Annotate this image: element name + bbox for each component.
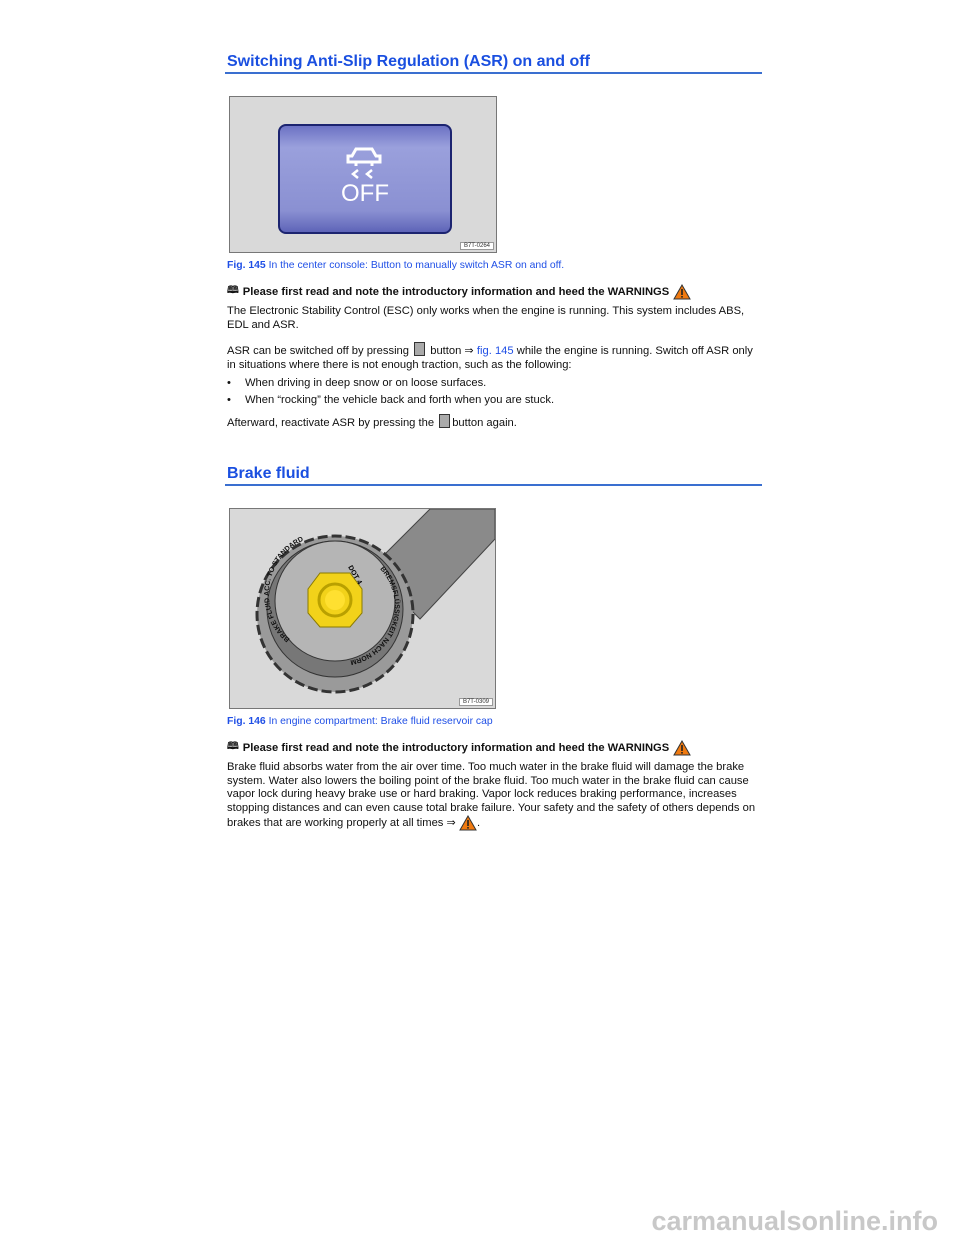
- text: Brake fluid absorbs water from the air o…: [227, 761, 756, 830]
- warning-triangle-icon[interactable]: [459, 815, 477, 831]
- section-title-brake-fluid: Brake fluid: [227, 465, 310, 482]
- warning-note: 🕮 Please first read and note the introdu…: [227, 739, 692, 756]
- title-rule: [225, 484, 762, 486]
- text: button ⇒: [430, 345, 474, 357]
- warning-triangle-icon[interactable]: [673, 283, 692, 300]
- list-item: •When driving in deep snow or on loose s…: [227, 377, 487, 389]
- paragraph-esc: The Electronic Stability Control (ESC) o…: [227, 305, 745, 331]
- figure-caption-145: Fig. 145 In the center console: Button t…: [227, 260, 564, 271]
- caption-label: Fig. 145: [227, 260, 266, 271]
- fig-145-link[interactable]: fig. 145: [476, 345, 514, 357]
- paragraph-asr-off: ASR can be switched off by pressing butt…: [227, 342, 762, 372]
- figure-145-asr-button: OFF B7T-0264: [229, 96, 497, 253]
- paragraph-brake-fluid: Brake fluid absorbs water from the air o…: [227, 761, 762, 831]
- figure-id: B7T-0264: [459, 242, 494, 250]
- bullet-text: When “rocking” the vehicle back and fort…: [245, 394, 555, 406]
- figure-id: B7T-0309: [458, 698, 493, 706]
- paragraph-reactivate: Afterward, reactivate ASR by pressing th…: [227, 414, 762, 431]
- off-label: OFF: [341, 180, 389, 207]
- asr-off-button-illustration: OFF: [278, 124, 452, 234]
- figure-146-brake-fluid-cap: BRAKE FLUID ACC. TO STANDARD BREMSFLÜSSI…: [229, 508, 496, 709]
- note-text: Please first read and note the introduct…: [242, 741, 670, 754]
- text: ASR can be switched off by pressing: [227, 345, 409, 357]
- warning-triangle-icon[interactable]: [673, 739, 692, 756]
- note-text: Please first read and note the introduct…: [242, 285, 670, 298]
- warning-note: 🕮 Please first read and note the introdu…: [227, 283, 692, 300]
- watermark: carmanualsonline.info: [651, 1206, 938, 1236]
- brake-fluid-cap-illustration: BRAKE FLUID ACC. TO STANDARD BREMSFLÜSSI…: [255, 509, 495, 694]
- text: .: [476, 817, 481, 830]
- text: while the engine is running. Switch off …: [227, 345, 753, 371]
- book-icon: 🕮: [227, 741, 239, 752]
- figure-caption-146: Fig. 146 In engine compartment: Brake fl…: [227, 716, 493, 727]
- text: button again.: [452, 417, 517, 429]
- traction-car-icon: [346, 147, 382, 179]
- bullet-text: When driving in deep snow or on loose su…: [245, 377, 487, 389]
- caption-text: In engine compartment: Brake fluid reser…: [265, 716, 493, 727]
- asr-button-icon: [414, 342, 426, 356]
- text: Afterward, reactivate ASR by pressing th…: [227, 417, 435, 429]
- list-item: •When “rocking” the vehicle back and for…: [227, 394, 555, 406]
- title-rule: [225, 72, 762, 74]
- caption-text: In the center console: Button to manuall…: [265, 260, 565, 271]
- section-title-asr: Switching Anti-Slip Regulation (ASR) on …: [227, 53, 590, 70]
- asr-button-icon: [439, 414, 451, 428]
- book-icon: 🕮: [227, 285, 239, 296]
- caption-label: Fig. 146: [227, 716, 266, 727]
